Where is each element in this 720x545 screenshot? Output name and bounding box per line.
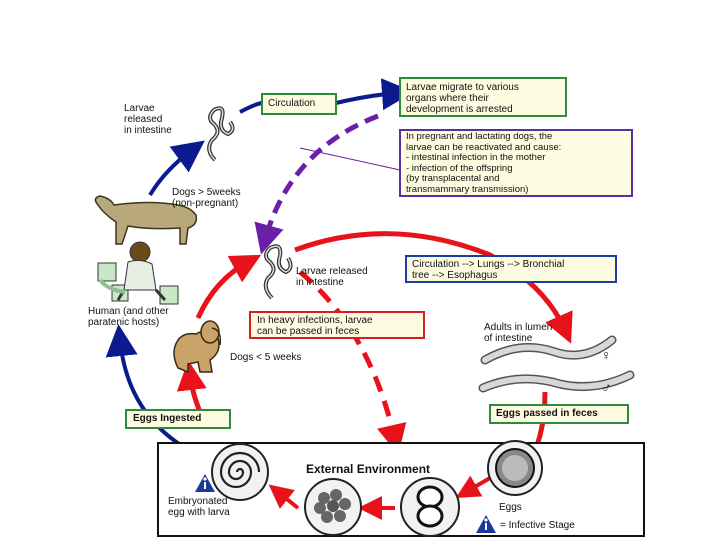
egg-two-cell-icon	[400, 477, 460, 537]
circulation-box-border	[261, 93, 337, 115]
eggs-label: Eggs	[499, 502, 522, 513]
puppy-icon	[173, 320, 222, 374]
eggs-passed-label: Eggs passed in feces	[496, 408, 598, 419]
infective-stage-label: = Infective Stage	[500, 520, 575, 531]
larvae-released-top-label: Larvae released in intestine	[124, 103, 172, 136]
dogs-over-5-weeks-label: Dogs > 5weeks (non-pregnant)	[172, 187, 241, 209]
human-hosts-label: Human (and other paratenic hosts)	[88, 306, 169, 328]
egg-passed-icon	[487, 440, 543, 496]
larvae-migrate-box-border	[399, 77, 567, 117]
eggs-passed-box-border	[489, 404, 629, 424]
human-child-icon	[97, 241, 179, 305]
pointer-line	[299, 147, 401, 171]
external-environment-title: External Environment	[306, 462, 431, 476]
arrow-morula-to-embryonated	[268, 484, 300, 510]
arrow-larvae-to-circulation	[239, 101, 263, 114]
pregnant-note-label: In pregnant and lactating dogs, the larv…	[406, 131, 562, 195]
larvae-released-mid-label: Larvae released in intestine	[296, 266, 368, 288]
arrow-puppy-to-larvae	[195, 254, 262, 320]
coiled-larva-top-icon	[207, 106, 235, 162]
male-symbol: ♂	[601, 379, 612, 395]
arrow-ingested-to-puppy	[176, 360, 207, 413]
heavy-infections-label: In heavy infections, larvae can be passe…	[257, 315, 373, 337]
arrow-dog-to-larvae	[148, 140, 205, 197]
eggs-ingested-label: Eggs Ingested	[133, 413, 202, 424]
coiled-larva-mid-icon	[263, 244, 293, 300]
embryonated-egg-label: Embryonated egg with larva	[168, 496, 230, 518]
adults-lumen-label: Adults in lumen of intestine	[484, 322, 553, 344]
egg-embryonated-icon	[211, 443, 269, 501]
larvae-migrate-label: Larvae migrate to various organs where t…	[406, 82, 519, 115]
circulation-lungs-box-border	[405, 255, 617, 283]
arrow-circulation-to-migrate	[335, 78, 414, 111]
arrow-eggs-to-2cell	[455, 475, 492, 499]
female-symbol: ♀	[601, 347, 612, 363]
dogs-under-5-weeks-label: Dogs < 5 weeks	[230, 352, 302, 363]
arrow-larvae-to-feces-dashed	[298, 270, 407, 455]
arrow-larvae-to-lungs	[294, 231, 573, 344]
circulation-lungs-label: Circulation --> Lungs --> Bronchial tree…	[412, 259, 565, 281]
eggs-ingested-box-border	[125, 409, 231, 429]
pregnant-note-box-border	[399, 129, 633, 197]
circulation-label: Circulation	[268, 98, 316, 109]
heavy-infections-box-border	[249, 311, 425, 339]
adult-dog-icon	[94, 195, 198, 245]
arrow-reactivation-dashed	[254, 113, 379, 255]
egg-morula-icon	[304, 478, 362, 536]
infective-stage-legend-icon	[476, 515, 496, 533]
infective-stage-icon	[195, 474, 215, 492]
adult-worms-icon	[478, 335, 635, 393]
